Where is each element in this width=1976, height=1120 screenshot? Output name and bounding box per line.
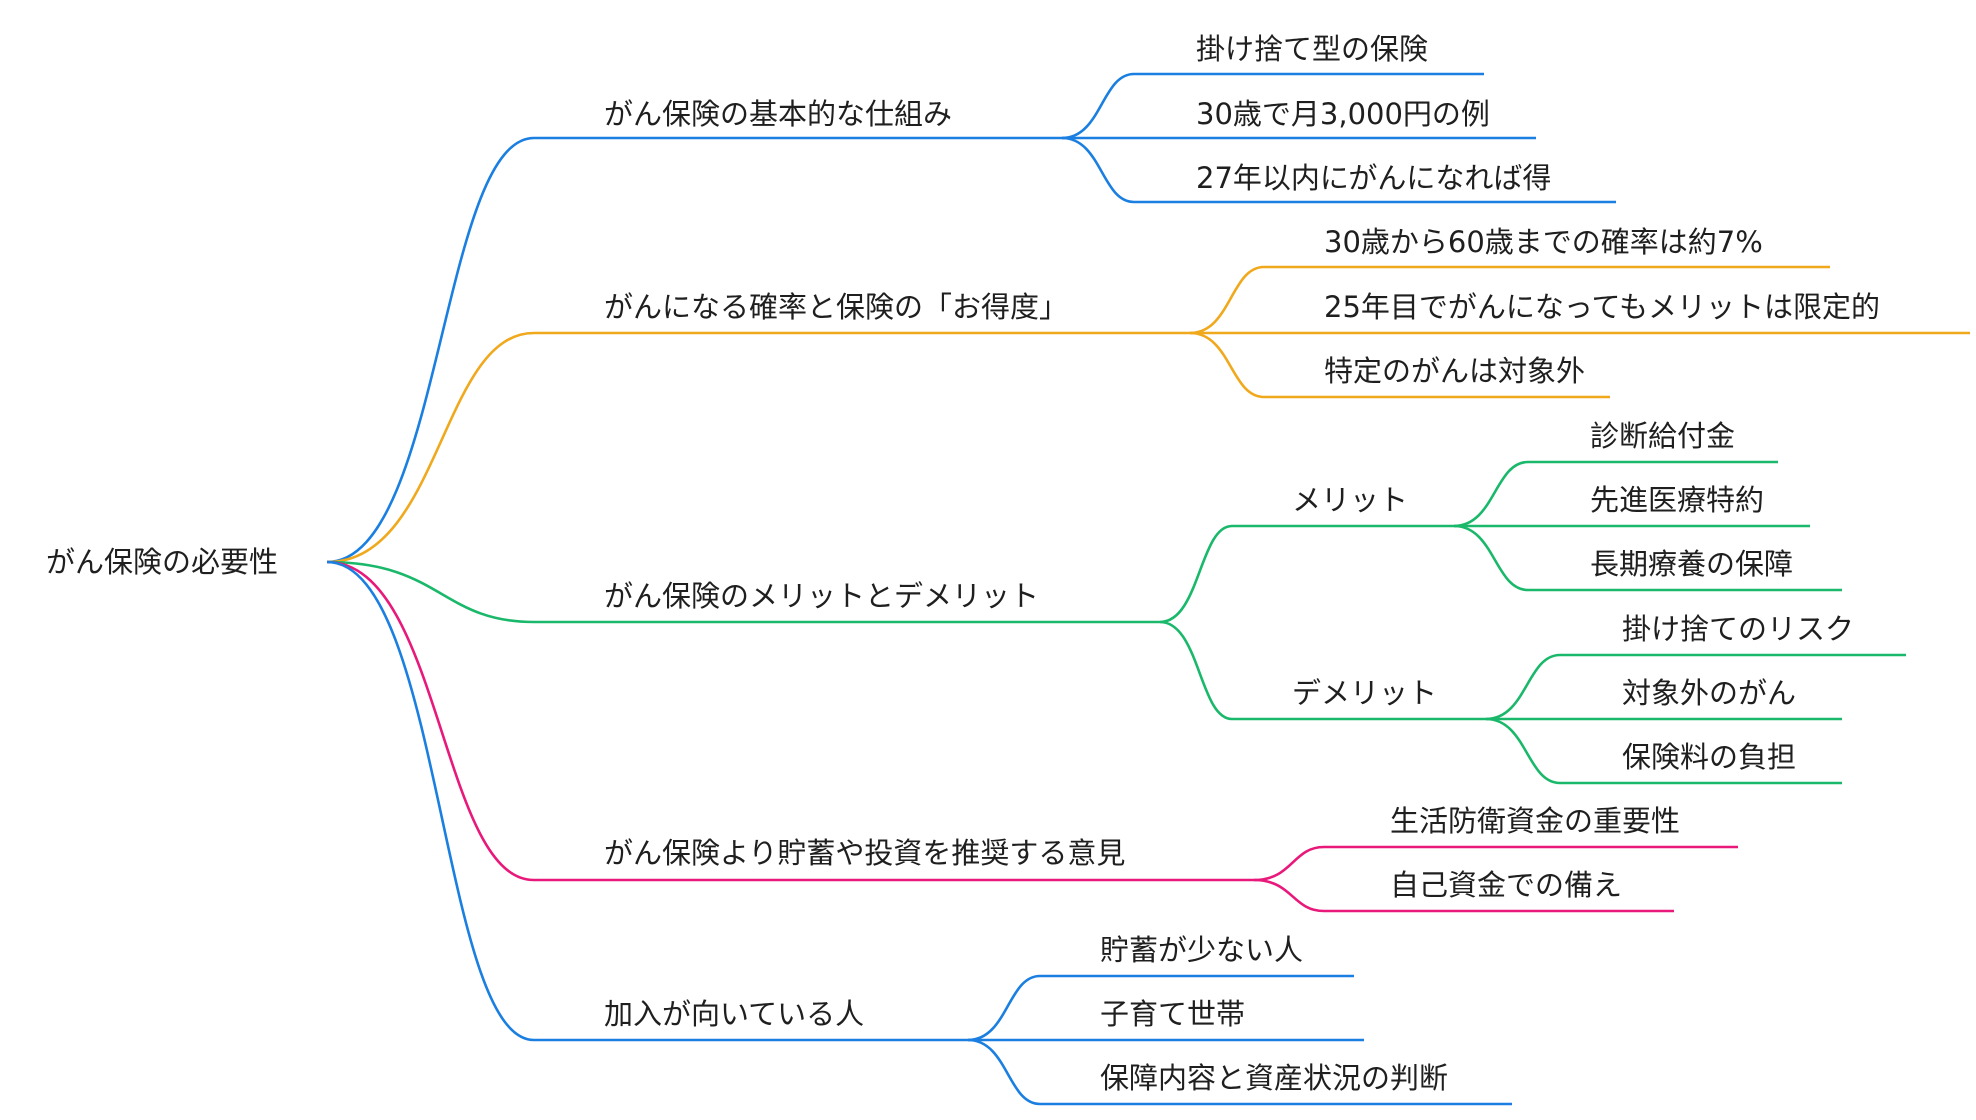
link-branch-to-leaf	[1061, 72, 1135, 140]
leaf-node[interactable]: 長期療養の保障	[1590, 547, 1794, 581]
leaf-node[interactable]: 先進医療特約	[1590, 483, 1765, 517]
link-branch-to-leaf	[967, 1038, 1041, 1106]
branch-node-basic-mechanism[interactable]: がん保険の基本的な仕組み	[604, 97, 953, 131]
link-subbranch-to-leaf	[1453, 524, 1529, 592]
link-root-to-branch	[326, 560, 535, 624]
leaf-node[interactable]: 診断給付金	[1590, 419, 1736, 453]
leaf-node[interactable]: 自己資金での備え	[1390, 868, 1623, 902]
link-branch-to-leaf	[1189, 265, 1265, 335]
leaf-node[interactable]: 掛け捨てのリスク	[1622, 612, 1855, 646]
sub-branch-node-merit[interactable]: メリット	[1292, 483, 1409, 517]
link-root-to-branch	[326, 560, 535, 1042]
link-subbranch-to-leaf	[1485, 653, 1561, 721]
branch-node-suitable-people[interactable]: 加入が向いている人	[604, 997, 865, 1031]
leaf-node[interactable]: 保険料の負担	[1622, 740, 1797, 774]
link-branch-to-subbranch	[1159, 524, 1233, 624]
root-node[interactable]: がん保険の必要性	[46, 545, 279, 579]
leaf-node[interactable]: 生活防衛資金の重要性	[1390, 804, 1681, 838]
leaf-node[interactable]: 27年以内にがんになれば得	[1196, 161, 1552, 195]
link-subbranch-to-leaf	[1453, 460, 1529, 528]
link-branch-to-subbranch	[1159, 620, 1233, 721]
link-branch-to-leaf	[1253, 845, 1325, 882]
leaf-node[interactable]: 25年目でがんになってもメリットは限定的	[1324, 290, 1881, 324]
leaf-node[interactable]: 貯蓄が少ない人	[1100, 933, 1304, 967]
link-branch-to-leaf	[1061, 136, 1135, 204]
leaf-node[interactable]: 保障内容と資産状況の判断	[1100, 1061, 1449, 1095]
link-branch-to-leaf	[1189, 331, 1265, 399]
leaf-node[interactable]: 子育て世帯	[1100, 997, 1246, 1031]
link-root-to-branch	[326, 331, 535, 564]
link-branch-to-leaf	[1253, 878, 1325, 913]
branch-node-probability[interactable]: がんになる確率と保険の「お得度」	[604, 290, 1069, 324]
link-root-to-branch	[326, 136, 535, 564]
branch-node-savings-opinion[interactable]: がん保険より貯蓄や投資を推奨する意見	[604, 836, 1126, 870]
leaf-node[interactable]: 30歳から60歳までの確率は約7%	[1324, 225, 1763, 259]
sub-branch-node-demerit[interactable]: デメリット	[1292, 676, 1438, 710]
leaf-node[interactable]: 特定のがんは対象外	[1324, 354, 1586, 388]
branch-node-pros-cons[interactable]: がん保険のメリットとデメリット	[604, 579, 1040, 613]
link-subbranch-to-leaf	[1485, 717, 1561, 785]
leaf-node[interactable]: 掛け捨て型の保険	[1196, 32, 1429, 66]
link-root-to-branch	[326, 560, 535, 882]
leaf-node[interactable]: 対象外のがん	[1622, 676, 1797, 710]
link-branch-to-leaf	[967, 974, 1041, 1042]
leaf-node[interactable]: 30歳で月3,000円の例	[1196, 97, 1490, 131]
